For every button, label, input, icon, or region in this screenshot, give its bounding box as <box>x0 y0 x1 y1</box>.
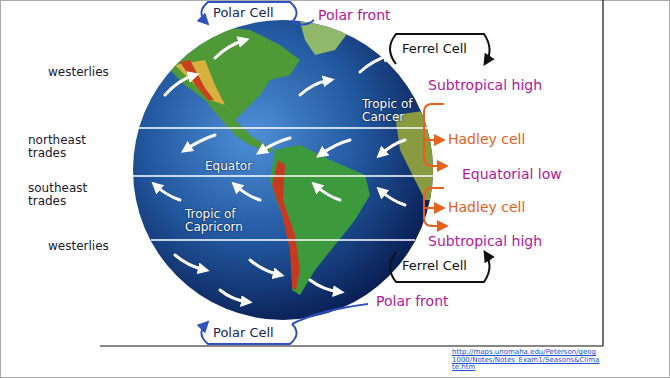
wind-arrow <box>380 190 405 205</box>
wind-arrow <box>185 135 215 150</box>
frame-line <box>100 345 603 346</box>
cell-label: Ferrel Cell <box>402 259 467 273</box>
wind-arrow <box>235 185 260 200</box>
wind-label: westerlies <box>48 240 109 253</box>
south-america <box>270 145 370 295</box>
cell-loops <box>201 2 489 344</box>
polar-cell-loop <box>201 324 296 344</box>
ferrel-cell-loop <box>390 252 490 282</box>
source-link: http://maps.unomaha.edu/Peterson/geog100… <box>452 349 600 372</box>
hadley-cell-arrow <box>424 207 441 209</box>
hadley-cell-bracket <box>424 104 444 166</box>
wind-arrow <box>360 55 390 72</box>
wind-arrow <box>220 290 248 302</box>
cell-label: Hadley cell <box>448 200 525 215</box>
andes <box>272 160 300 290</box>
latitude-label: Equator <box>205 160 252 173</box>
wind-arrow <box>250 260 280 275</box>
latitude-label: Tropic of Cancer <box>362 98 426 124</box>
hadley-cell-bracket <box>424 188 444 226</box>
pressure-label: Polar front <box>318 8 391 23</box>
polar-cell-tail <box>292 304 368 324</box>
wind-arrow <box>260 138 290 152</box>
wind-arrow <box>380 140 405 155</box>
pressure-label: Subtropical high <box>428 78 542 93</box>
wind-arrows <box>155 40 405 302</box>
wind-arrow <box>165 75 195 95</box>
globe <box>133 20 433 320</box>
wind-label: southeast trades <box>28 182 98 208</box>
cell-label: Ferrel Cell <box>402 42 467 56</box>
hadley-cell-arrow <box>424 139 441 141</box>
continents <box>160 18 440 295</box>
desert <box>175 60 225 105</box>
wind-arrow <box>215 40 245 58</box>
latitude-label: Tropic of Capricorn <box>185 208 251 234</box>
equator-line <box>133 175 433 177</box>
cell-label: Hadley cell <box>448 132 525 147</box>
frame-line <box>602 0 603 346</box>
wind-arrow <box>300 80 330 95</box>
ferrel-cell-loop <box>390 34 490 64</box>
wind-arrow <box>175 255 205 270</box>
wind-label: westerlies <box>48 66 109 79</box>
wind-arrow <box>310 280 340 292</box>
polar-cell-tail <box>292 20 314 25</box>
cell-label: Polar Cell <box>213 6 274 20</box>
wind-label: northeast trades <box>28 134 98 160</box>
polar-cell-loop <box>201 2 296 22</box>
pressure-label: Polar front <box>376 294 449 309</box>
tropic-line <box>139 127 427 129</box>
pressure-label: Subtropical high <box>428 234 542 249</box>
cell-label: Polar Cell <box>213 326 274 340</box>
wind-arrow <box>320 140 350 155</box>
wind-arrow <box>315 185 340 200</box>
north-america <box>160 25 300 152</box>
wind-arrow <box>155 185 180 200</box>
tropic-line <box>151 239 415 241</box>
pressure-label: Equatorial low <box>462 167 562 182</box>
